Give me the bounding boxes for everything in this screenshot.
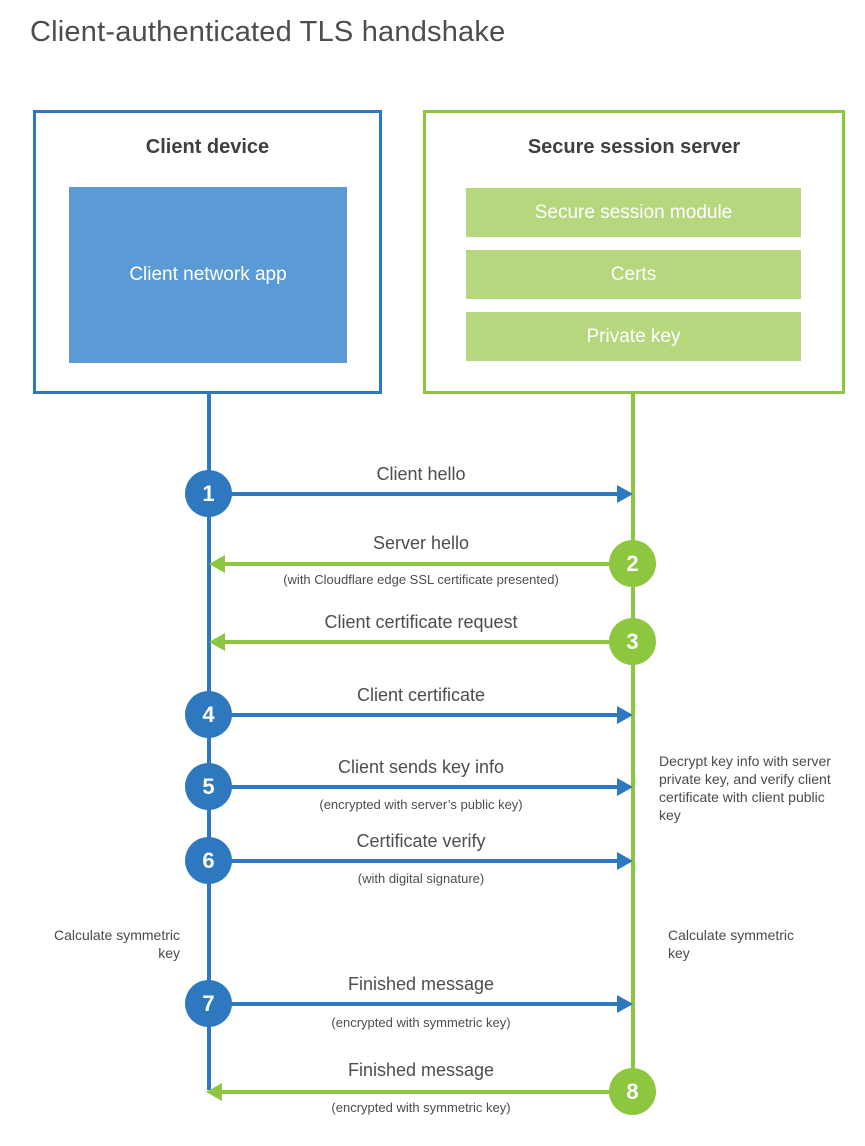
message-label: Client certificate <box>356 685 486 705</box>
step-badge-5: 5 <box>185 763 232 810</box>
arrow-head-right-icon <box>617 485 633 503</box>
client-network-app-box: Client network app <box>69 187 347 363</box>
page-title: Client-authenticated TLS handshake <box>30 16 506 48</box>
server-lifeline <box>631 394 635 1094</box>
step-badge-6: 6 <box>185 837 232 884</box>
message-label: Finished message <box>347 974 495 994</box>
note-calculate-symmetric-key-server: Calculate symmetric key <box>668 927 795 961</box>
client-lifeline <box>207 394 211 1090</box>
server-module-secure-session: Secure session module <box>466 188 801 237</box>
message-arrow <box>225 640 611 644</box>
arrow-head-right-icon <box>617 852 633 870</box>
arrow-head-right-icon <box>617 706 633 724</box>
message-arrow <box>230 785 620 789</box>
arrow-head-left-icon <box>209 633 225 651</box>
message-label: Client certificate request <box>324 612 518 632</box>
step-badge-1: 1 <box>185 470 232 517</box>
arrow-head-left-icon <box>206 1083 222 1101</box>
message-subtitle: (with Cloudflare edge SSL certificate pr… <box>283 572 559 587</box>
message-label: Client hello <box>376 464 466 484</box>
message-subtitle: (encrypted with symmetric key) <box>331 1100 511 1115</box>
message-arrow <box>230 713 620 717</box>
step-badge-3: 3 <box>609 618 656 665</box>
step-badge-8: 8 <box>609 1068 656 1115</box>
secure-session-server-title: Secure session server <box>527 136 741 158</box>
step-badge-2: 2 <box>609 540 656 587</box>
arrow-head-right-icon <box>617 778 633 796</box>
note-decrypt-key-info: Decrypt key info with server private key… <box>659 753 831 823</box>
message-label: Certificate verify <box>356 831 486 851</box>
message-arrow <box>230 859 620 863</box>
message-arrow <box>230 1002 620 1006</box>
message-label: Server hello <box>372 533 470 553</box>
arrow-head-right-icon <box>617 995 633 1013</box>
note-calculate-symmetric-key-client: Calculate symmetric key <box>53 927 180 961</box>
message-arrow <box>222 1090 611 1094</box>
arrow-head-left-icon <box>209 555 225 573</box>
step-badge-7: 7 <box>185 980 232 1027</box>
message-label: Client sends key info <box>337 757 505 777</box>
message-subtitle: (encrypted with server’s public key) <box>319 797 523 812</box>
server-module-private-key: Private key <box>466 312 801 361</box>
client-network-app-label: Client network app <box>129 264 287 285</box>
server-module-certs: Certs <box>466 250 801 299</box>
message-subtitle: (encrypted with symmetric key) <box>331 1015 511 1030</box>
message-label: Finished message <box>347 1060 495 1080</box>
message-subtitle: (with digital signature) <box>357 871 485 886</box>
message-arrow <box>230 492 620 496</box>
client-device-title: Client device <box>145 136 270 158</box>
message-arrow <box>225 562 611 566</box>
step-badge-4: 4 <box>185 691 232 738</box>
